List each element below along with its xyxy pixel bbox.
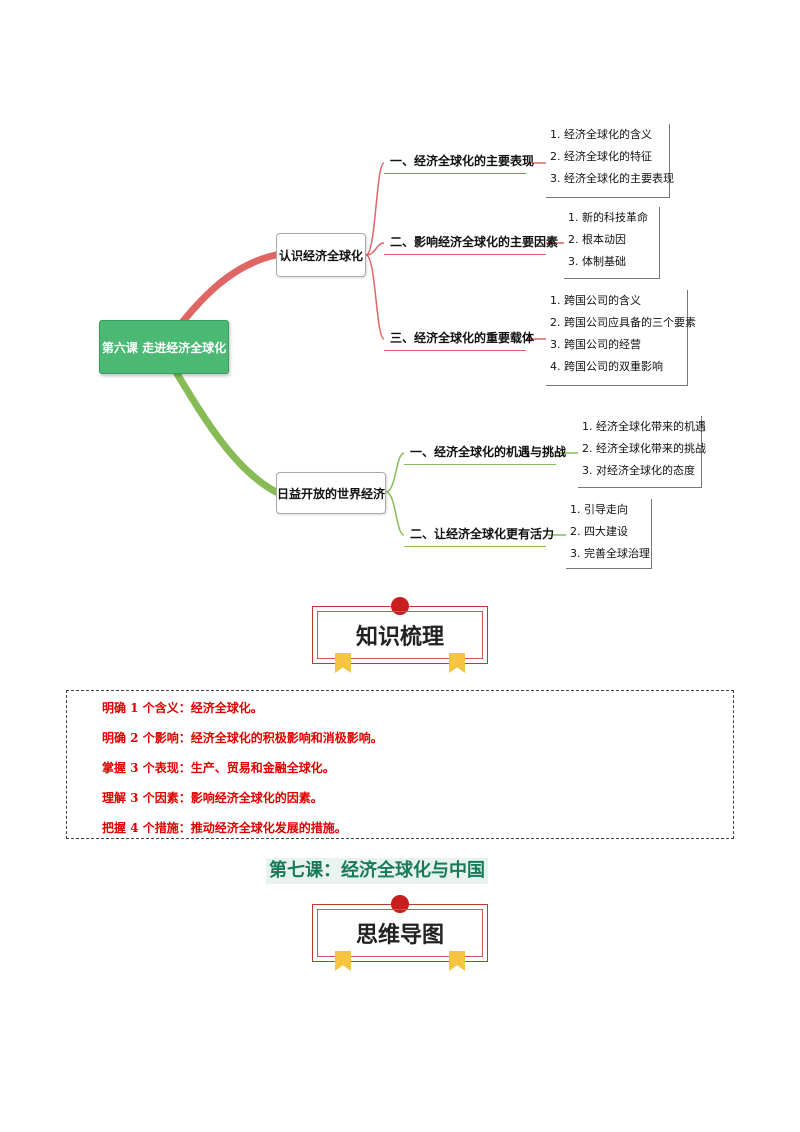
key-points-box: 明确 1 个含义：经济全球化。 明确 2 个影响：经济全球化的积极影响和消极影响… bbox=[66, 690, 734, 839]
branch-open-world-economy: 日益开放的世界经济 bbox=[276, 472, 386, 514]
banner-title: 知识梳理 bbox=[317, 611, 483, 659]
ribbon-left-icon bbox=[335, 653, 351, 673]
leaf-item: 2. 经济全球化带来的挑战 bbox=[582, 442, 706, 455]
mindmap-root: 第六课 走进经济全球化 bbox=[99, 320, 229, 374]
key-point: 明确 2 个影响：经济全球化的积极影响和消极影响。 bbox=[102, 731, 383, 745]
connector-b1-sub2 bbox=[365, 242, 385, 256]
leaf-item: 2. 四大建设 bbox=[570, 525, 628, 538]
leaf-item: 1. 引导走向 bbox=[570, 503, 628, 516]
leaf-item: 2. 经济全球化的特征 bbox=[550, 150, 652, 163]
leaf-item: 3. 经济全球化的主要表现 bbox=[550, 172, 674, 185]
ribbon-left-icon bbox=[335, 951, 351, 971]
key-point: 理解 3 个因素：影响经济全球化的因素。 bbox=[102, 791, 323, 805]
leaf-item: 2. 跨国公司应具备的三个要素 bbox=[550, 316, 696, 329]
key-point: 明确 1 个含义：经济全球化。 bbox=[102, 701, 263, 715]
sub-main-manifestations: 一、经济全球化的主要表现 bbox=[384, 148, 534, 174]
sub-opportunities-challenges: 一、经济全球化的机遇与挑战 bbox=[404, 439, 566, 465]
mindmap-connectors bbox=[172, 162, 578, 536]
leaf-group-opportunities: 1. 经济全球化带来的机遇 2. 经济全球化带来的挑战 3. 对经济全球化的态度 bbox=[578, 416, 706, 488]
connector-b2-sub2 bbox=[385, 491, 405, 536]
leaf-item: 1. 经济全球化带来的机遇 bbox=[582, 420, 706, 433]
sub-important-carrier: 三、经济全球化的重要载体 bbox=[384, 325, 534, 351]
sub-more-vitality: 二、让经济全球化更有活力 bbox=[404, 521, 554, 547]
leaf-group-carrier: 1. 跨国公司的含义 2. 跨国公司应具备的三个要素 3. 跨国公司的经营 4.… bbox=[546, 290, 696, 386]
leaf-item: 3. 跨国公司的经营 bbox=[550, 338, 641, 351]
lesson-title: 第七课：经济全球化与中国 bbox=[266, 858, 488, 884]
leaf-item: 2. 根本动因 bbox=[568, 233, 626, 246]
red-dot-icon bbox=[391, 895, 409, 913]
leaf-group-factors: 1. 新的科技革命 2. 根本动因 3. 体制基础 bbox=[564, 207, 660, 279]
connector-b1-sub1 bbox=[365, 162, 385, 256]
key-point: 掌握 3 个表现：生产、贸易和金融全球化。 bbox=[102, 761, 335, 775]
ribbon-right-icon bbox=[449, 653, 465, 673]
ribbon-right-icon bbox=[449, 951, 465, 971]
connector-b2-sub1 bbox=[385, 452, 405, 493]
banner-mind-map: 思维导图 bbox=[312, 895, 488, 971]
connector-root-branch1 bbox=[172, 251, 280, 334]
leaf-item: 3. 体制基础 bbox=[568, 255, 626, 268]
connector-b1-sub3 bbox=[365, 254, 385, 340]
banner-knowledge-review: 知识梳理 bbox=[312, 597, 488, 673]
leaf-item: 1. 经济全球化的含义 bbox=[550, 128, 652, 141]
leaf-item: 4. 跨国公司的双重影响 bbox=[550, 360, 663, 373]
key-point: 把握 4 个措施：推动经济全球化发展的措施。 bbox=[102, 821, 347, 835]
sub-main-factors: 二、影响经济全球化的主要因素 bbox=[384, 229, 558, 255]
red-dot-icon bbox=[391, 597, 409, 615]
leaf-item: 1. 新的科技革命 bbox=[568, 211, 648, 224]
branch-understand-globalization: 认识经济全球化 bbox=[276, 233, 366, 277]
leaf-item: 3. 对经济全球化的态度 bbox=[582, 464, 695, 477]
banner-title: 思维导图 bbox=[317, 909, 483, 957]
leaf-group-vitality: 1. 引导走向 2. 四大建设 3. 完善全球治理 bbox=[566, 499, 652, 569]
leaf-group-manifestations: 1. 经济全球化的含义 2. 经济全球化的特征 3. 经济全球化的主要表现 bbox=[546, 124, 674, 198]
leaf-item: 3. 完善全球治理 bbox=[570, 547, 650, 560]
leaf-item: 1. 跨国公司的含义 bbox=[550, 294, 641, 307]
connector-root-branch2 bbox=[172, 368, 280, 496]
